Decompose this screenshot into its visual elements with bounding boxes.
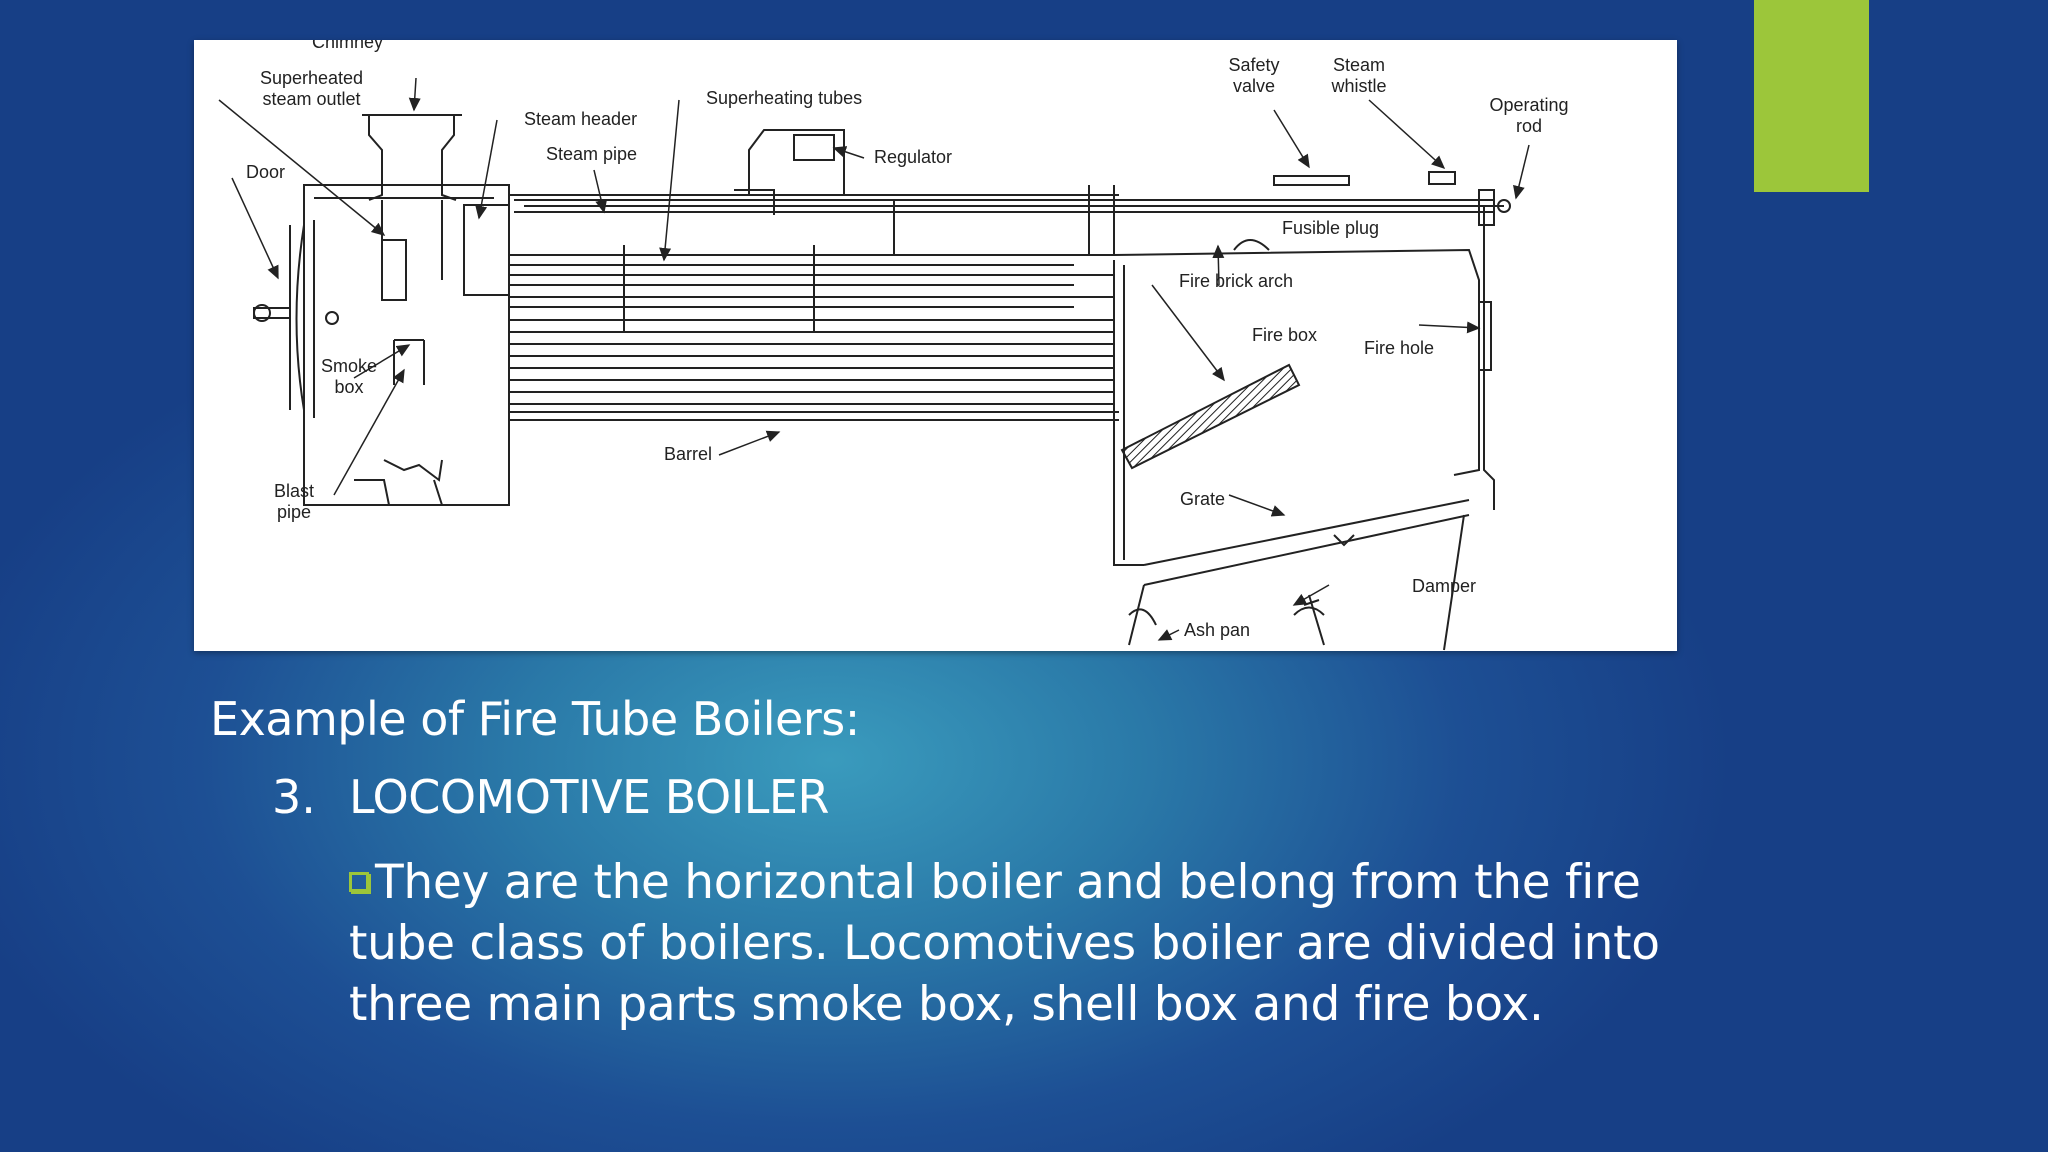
steam-header xyxy=(463,204,510,296)
chimney xyxy=(368,115,457,201)
label-chimney: Chimney xyxy=(312,40,384,52)
boiler-drawing xyxy=(218,77,1530,651)
smoke-box-door xyxy=(289,220,315,418)
bullet-text: They are the horizontal boiler and belon… xyxy=(349,855,1660,1032)
label-fire-box: Fire box xyxy=(1252,325,1318,345)
regulator xyxy=(734,129,845,215)
fire-brick-arch xyxy=(1120,363,1301,470)
locomotive-boiler-diagram: Chimney Superheated steam outlet Door St… xyxy=(194,40,1677,651)
label-ash-pan: Ash pan xyxy=(1184,620,1251,640)
grate xyxy=(1143,499,1470,586)
firebox xyxy=(1113,248,1480,566)
label-steam-whistle: Steam whistle xyxy=(1331,55,1387,96)
label-fusible-plug: Fusible plug xyxy=(1282,218,1380,238)
list-item-title: LOCOMOTIVE BOILER xyxy=(349,770,829,824)
slide-heading: Example of Fire Tube Boilers: xyxy=(210,692,860,746)
label-operating-rod: Operating rod xyxy=(1489,95,1569,136)
safety-valve xyxy=(1273,175,1350,186)
label-superheating-tubes: Superheating tubes xyxy=(706,88,863,108)
label-smoke-box: Smoke box xyxy=(320,356,378,397)
label-damper: Damper xyxy=(1412,576,1477,596)
bullet-paragraph: They are the horizontal boiler and belon… xyxy=(349,852,1679,1035)
checkbox-bullet-icon xyxy=(349,872,369,892)
label-barrel: Barrel xyxy=(664,444,713,464)
list-item-number: 3. xyxy=(272,770,316,824)
label-steam-pipe: Steam pipe xyxy=(546,144,638,164)
label-blast-pipe: Blast pipe xyxy=(273,481,315,522)
label-steam-header: Steam header xyxy=(524,109,638,129)
fire-tubes xyxy=(509,254,1114,405)
label-grate: Grate xyxy=(1180,489,1226,509)
label-superheated-steam-outlet: Superheated steam outlet xyxy=(259,68,364,109)
barrel xyxy=(509,194,1119,421)
fusible-plug xyxy=(1233,239,1270,251)
label-door: Door xyxy=(246,162,286,182)
fire-hole xyxy=(1478,301,1492,371)
accent-tab xyxy=(1754,0,1869,192)
blast-pipe xyxy=(383,339,443,482)
label-fire-brick-arch: Fire brick arch xyxy=(1179,271,1294,291)
steam-whistle xyxy=(1428,171,1456,185)
smoke-box xyxy=(303,184,510,506)
label-fire-hole: Fire hole xyxy=(1364,338,1435,358)
label-regulator: Regulator xyxy=(874,147,953,167)
label-safety-valve: Safety valve xyxy=(1228,55,1280,96)
